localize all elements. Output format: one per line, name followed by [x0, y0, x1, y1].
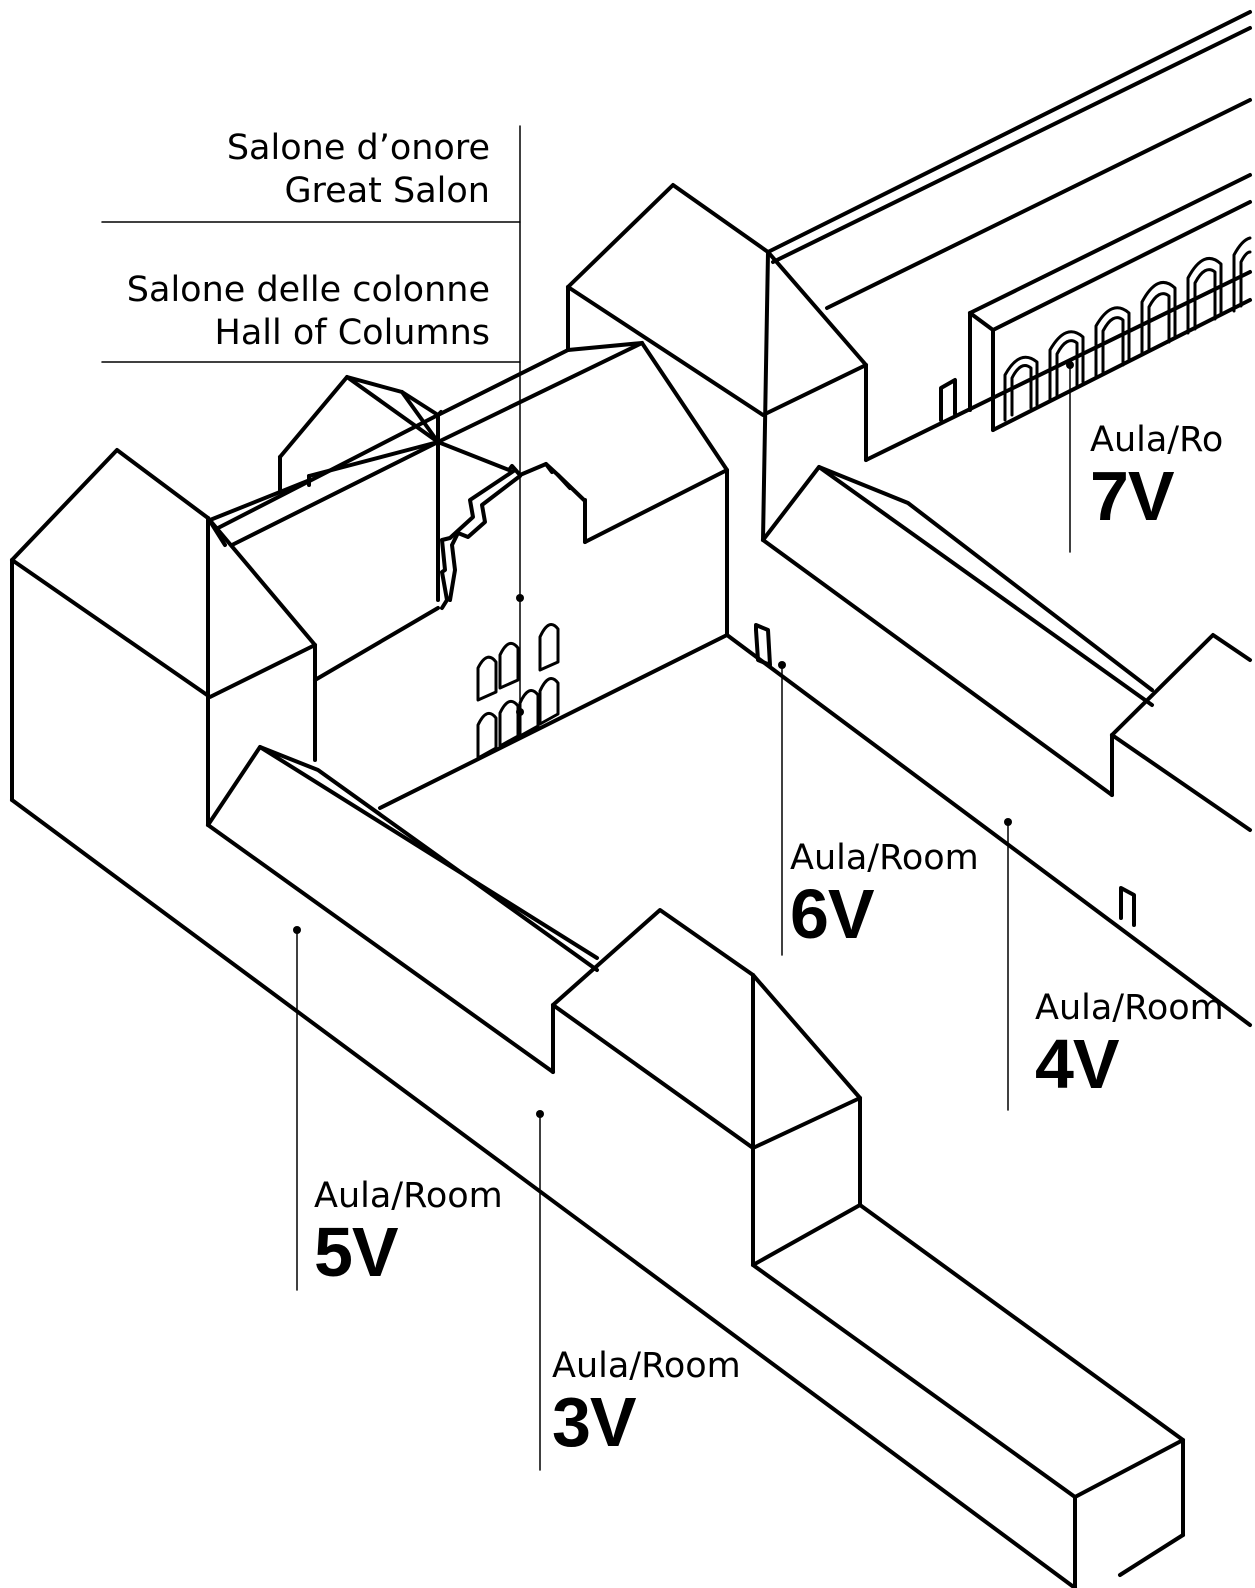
room-5v-word: Aula/Room [314, 1176, 503, 1216]
great-salon-italian: Salone d’onore [226, 128, 490, 168]
room-6v-label: Aula/Room 6V [790, 838, 979, 950]
arcade-arches [1003, 236, 1252, 422]
hall-of-columns-english: Hall of Columns [214, 313, 490, 353]
great-salon-english: Great Salon [284, 171, 490, 211]
room-3v-label: Aula/Room 3V [552, 1346, 741, 1458]
room-3v-code: 3V [552, 1383, 637, 1461]
room-4v-word: Aula/Room [1035, 988, 1224, 1028]
central-block [208, 341, 1252, 1027]
left-wing [10, 448, 1077, 1588]
leader-dots [293, 361, 1074, 1118]
hall-of-columns-italian: Salone delle colonne [126, 270, 490, 310]
room-6v-code: 6V [790, 875, 875, 953]
room-7v-word: Aula/Ro [1090, 420, 1224, 460]
great-salon-label: Salone d’onore Great Salon [227, 127, 490, 213]
room-5v-label: Aula/Room 5V [314, 1176, 503, 1288]
front-wing [206, 745, 1185, 1588]
right-upper-wing [766, 10, 1252, 462]
room-6v-word: Aula/Room [790, 838, 979, 878]
room-7v-label: Aula/Ro 7V [1090, 420, 1223, 532]
hall-of-columns-label: Salone delle colonne Hall of Columns [127, 269, 490, 355]
leader-lines [101, 125, 1071, 1471]
hall-windows [476, 623, 560, 760]
room-5v-code: 5V [314, 1213, 399, 1291]
room-4v-label: Aula/Room 4V [1035, 988, 1224, 1100]
room-3v-word: Aula/Room [552, 1346, 741, 1386]
right-middle-wing [754, 465, 1252, 927]
room-4v-code: 4V [1035, 1025, 1120, 1103]
room-7v-code: 7V [1090, 457, 1175, 535]
upper-tower [566, 183, 868, 542]
